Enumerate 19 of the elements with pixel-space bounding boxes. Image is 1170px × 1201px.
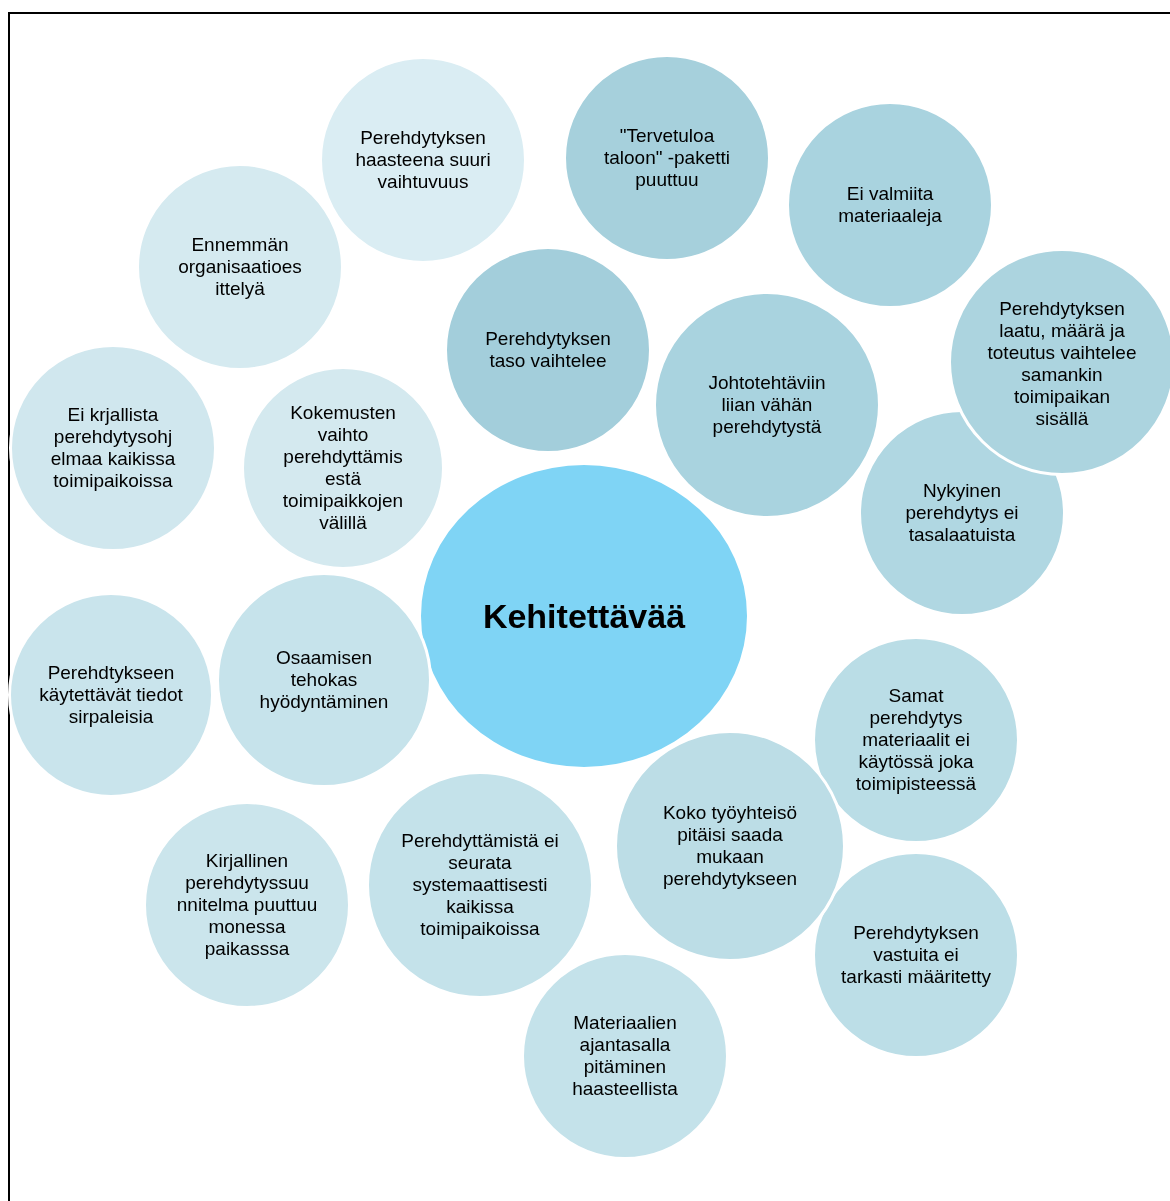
topic-text: Ei valmiita materiaaleja	[837, 183, 943, 227]
topic-text: Kirjallinen perehdytyssuu nnitelma puuttuu monessa paikasssa	[175, 850, 319, 960]
central-title: Kehitettävää	[481, 596, 687, 636]
topic-text: Samat perehdytys materiaalit ei käytössä joka toimipisteessä	[854, 685, 978, 795]
topic-text: Perehdytyksen laatu, määrä ja toteutus vaihtelee samankin toimipaikan sisällä	[987, 297, 1137, 430]
topic-text: Ennemmän organisaatioes ittelyä	[177, 234, 303, 300]
topic-text: Perehdytyksen vastuita ei tarkasti määritetty	[841, 922, 991, 988]
topic-text: Perehdyttämistä ei seurata systemaattisesti kaikissa toimipaikoissa	[400, 830, 560, 940]
topic-text: Koko työyhteisö pitäisi saada mukaan perehdytykseen	[661, 802, 799, 890]
topic-text: "Tervetuloa taloon" -paketti puuttuu	[602, 125, 732, 191]
topic-text: Ei krjallista perehdytysohj elmaa kaikissa toimipaikoissa	[49, 404, 177, 492]
topic-text: Osaamisen tehokas hyödyntäminen	[258, 647, 390, 713]
topic-text: Perehdytyksen haasteena suuri vaihtuvuus	[354, 127, 492, 193]
topic-text: Johtotehtäviin liian vähän perehdytystä	[707, 372, 827, 438]
topic-text: Materiaalien ajantasalla pitäminen haasteellista	[571, 1012, 679, 1100]
topic-text: Nykyinen perehdytys ei tasalaatuista	[904, 480, 1020, 546]
topic-text: Kokemusten vaihto perehdyttämis estä toimipaikkojen välillä	[281, 402, 405, 534]
topic-text: Perehdytyksen taso vaihtelee	[484, 328, 612, 372]
topic-text: Perehdtykseen käytettävät tiedot sirpaleisia	[38, 662, 184, 728]
